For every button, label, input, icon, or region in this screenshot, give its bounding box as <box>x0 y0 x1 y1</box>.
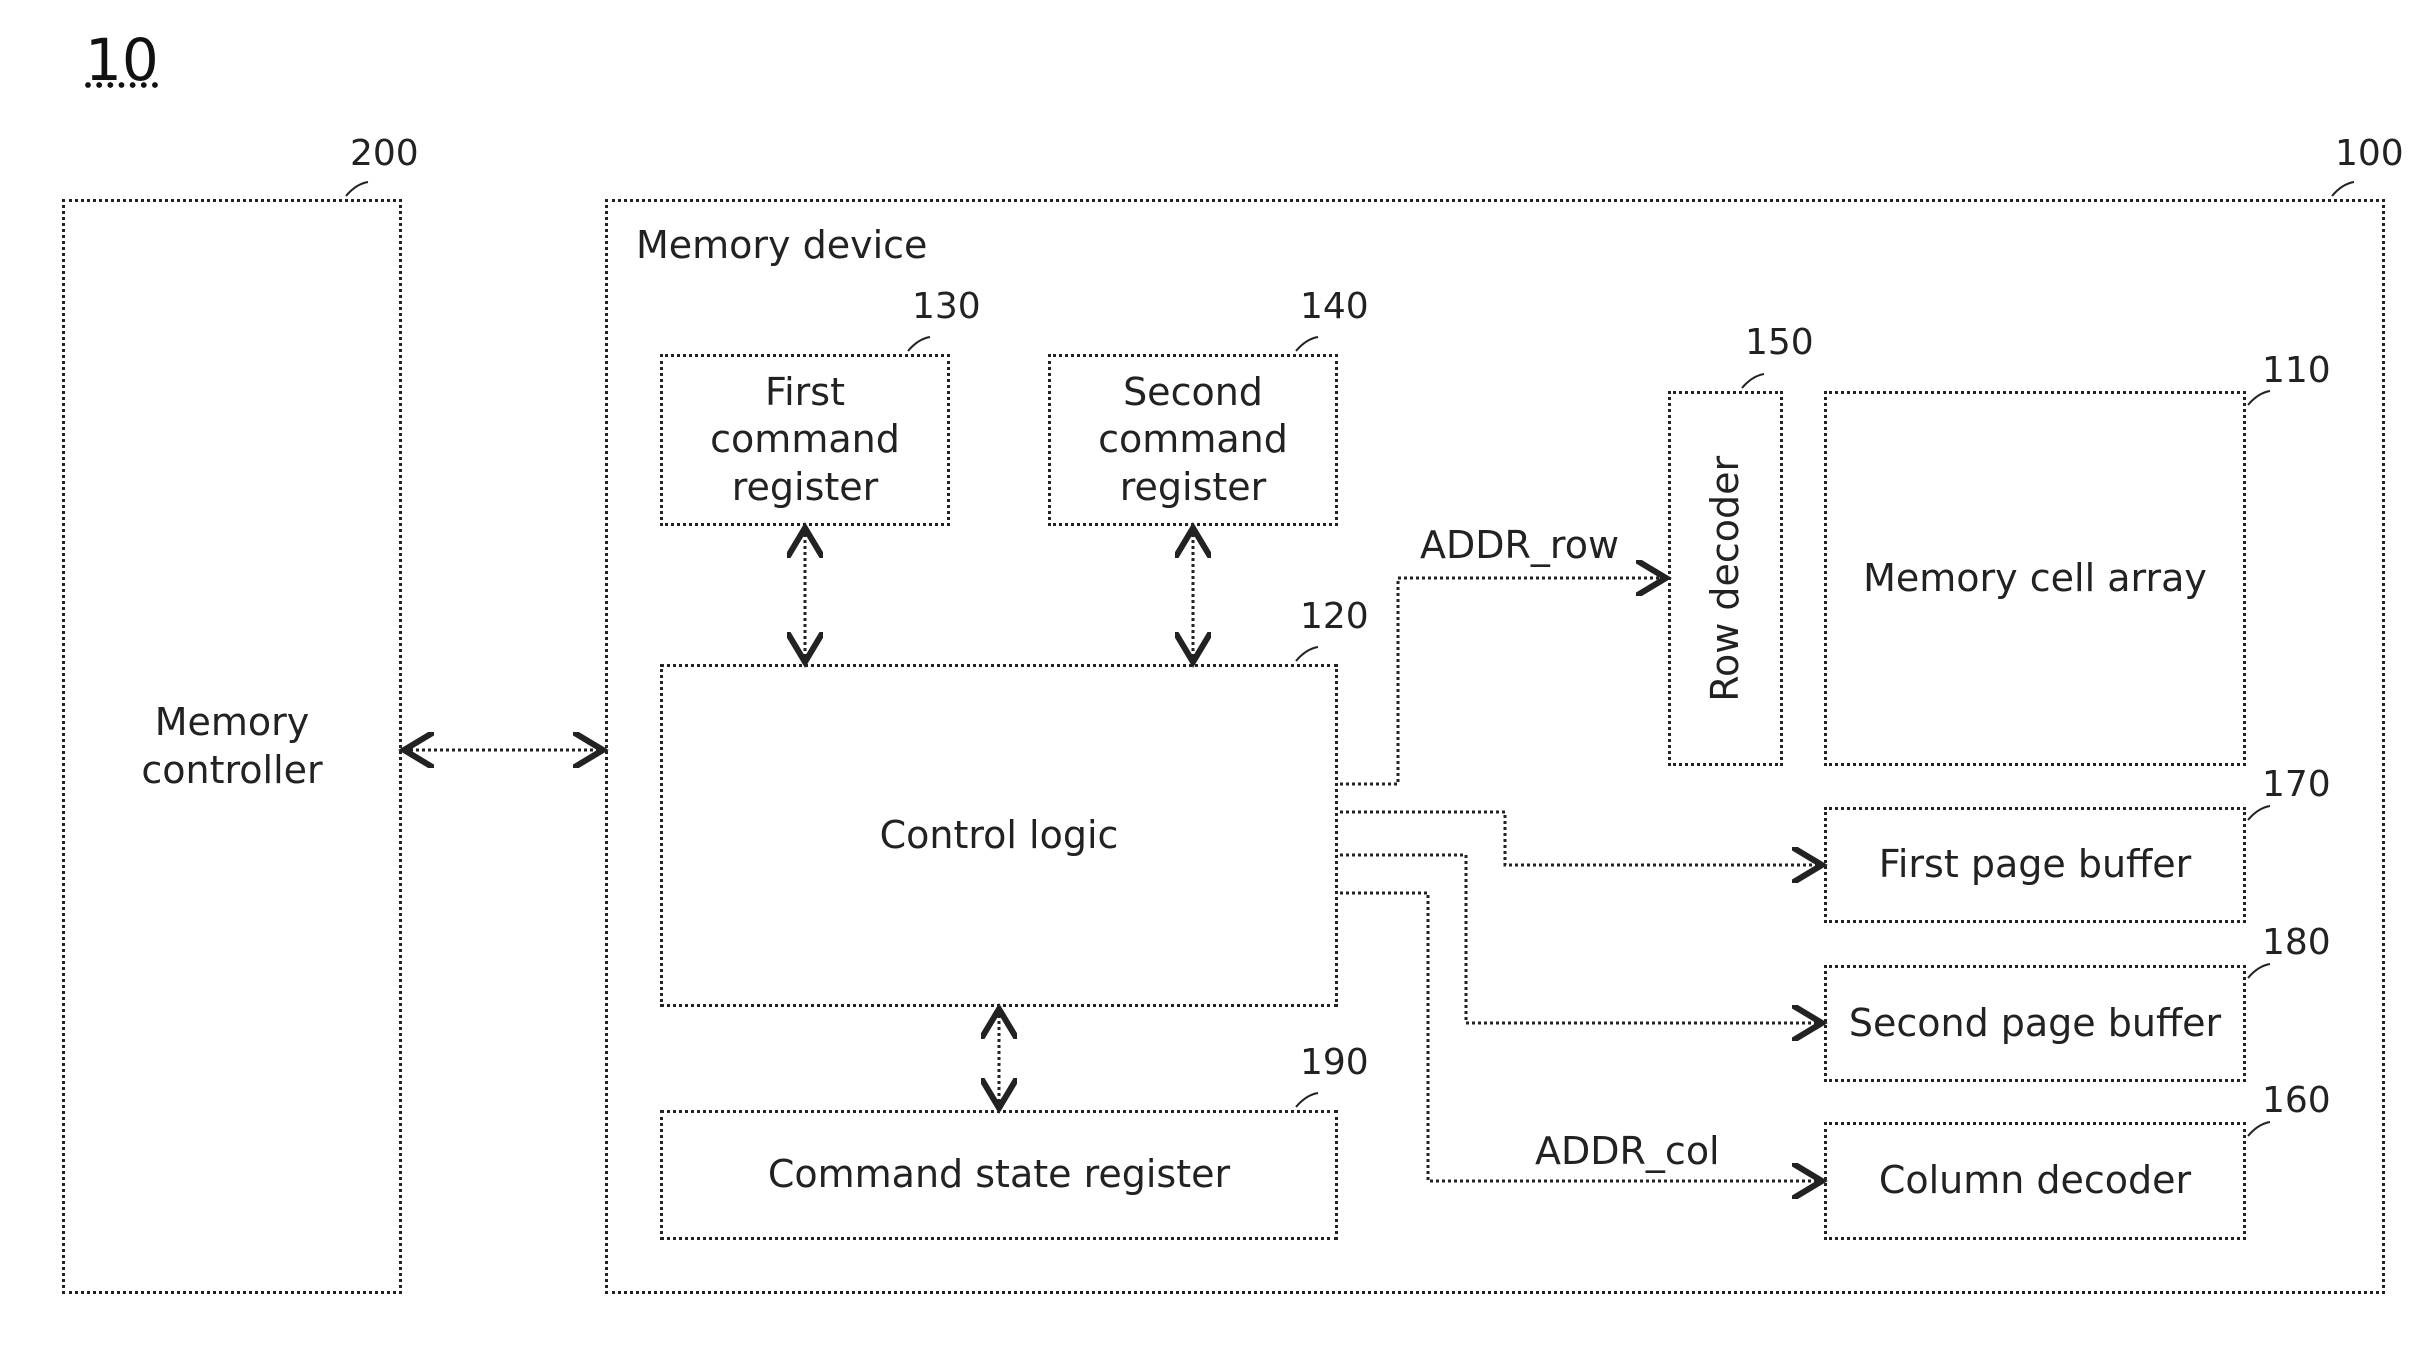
ref-leader-140 <box>1296 337 1318 351</box>
ref-leader-110 <box>2248 391 2270 405</box>
ref-leader-120 <box>1296 647 1318 661</box>
ref-leader-200 <box>346 182 368 196</box>
addr-col-wire <box>1340 893 1822 1181</box>
ref-leader-150 <box>1742 374 1764 388</box>
ref-leader-160 <box>2248 1122 2270 1136</box>
ref-leader-100 <box>2332 182 2354 196</box>
page-buffer2-wire <box>1340 855 1822 1023</box>
ref-leader-130 <box>908 337 930 351</box>
addr-row-wire <box>1340 578 1666 784</box>
ref-leader-190 <box>1296 1093 1318 1107</box>
page-buffer1-wire <box>1340 812 1822 865</box>
ref-leader-170 <box>2248 806 2270 820</box>
ref-leader-180 <box>2248 964 2270 978</box>
